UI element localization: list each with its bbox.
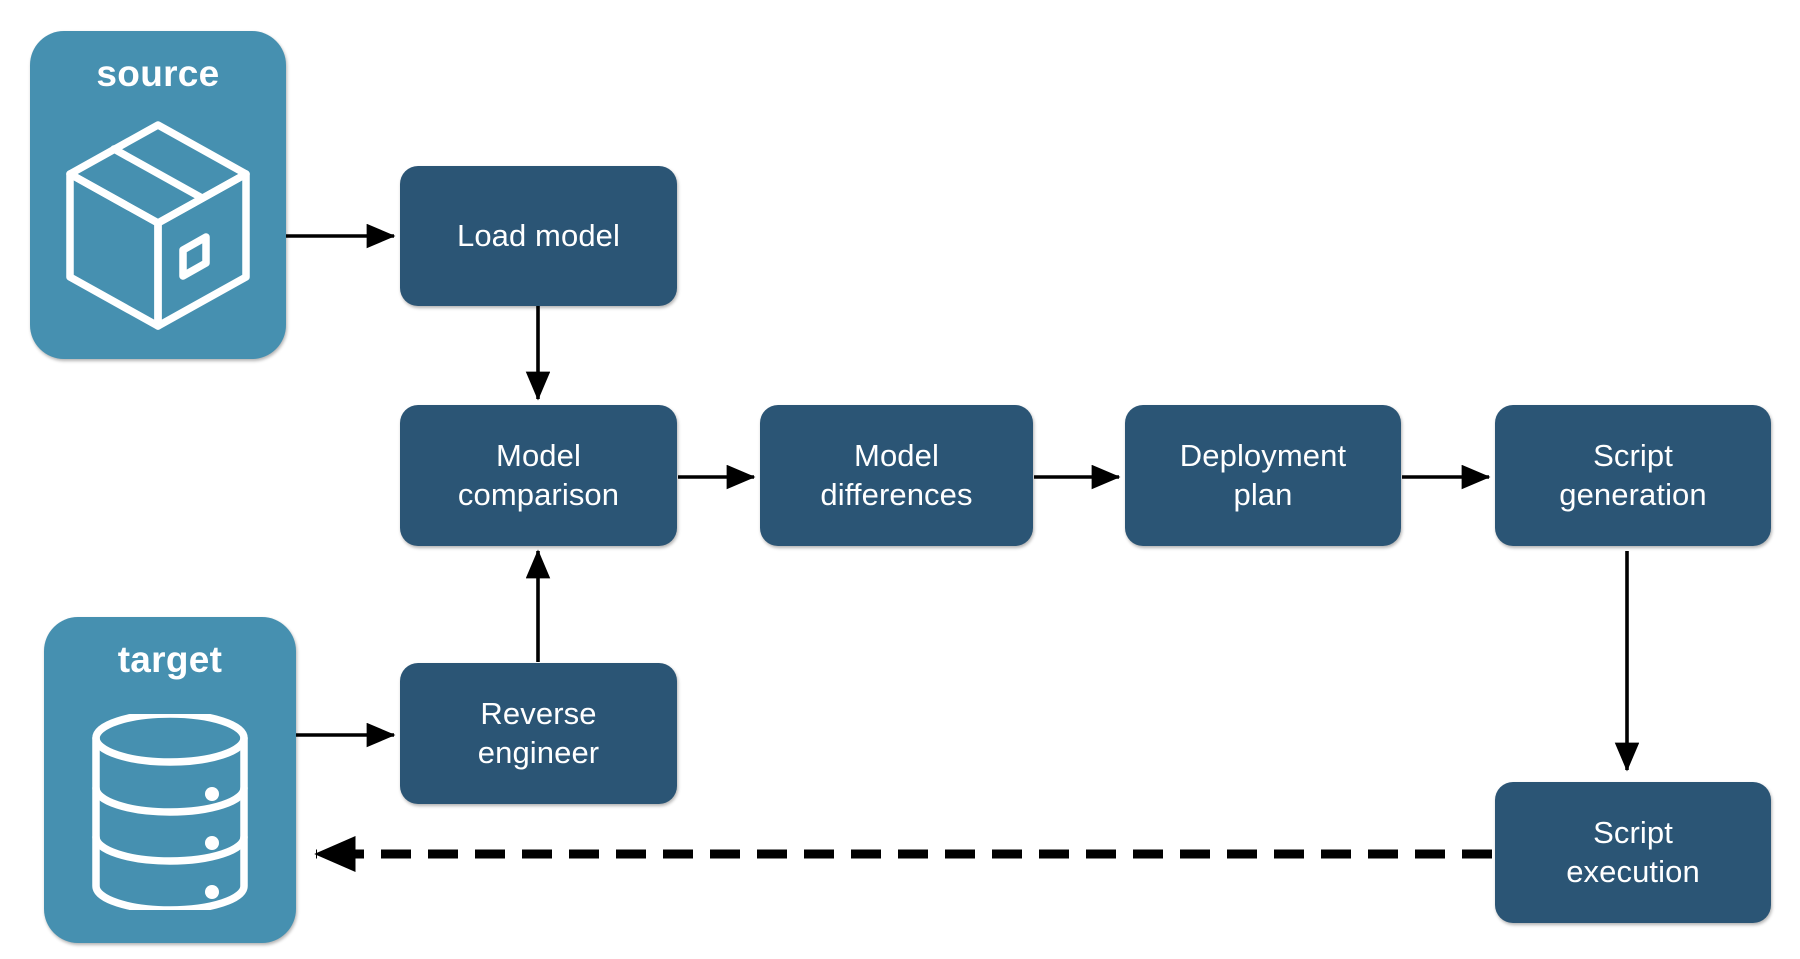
process-deployment-plan[interactable]: Deployment plan bbox=[1125, 405, 1401, 546]
entity-source-label: source bbox=[96, 53, 220, 94]
entity-target-label: target bbox=[117, 639, 223, 680]
process-reverse-engineer-label: Reverse engineer bbox=[477, 695, 600, 770]
process-script-execution-label: Script execution bbox=[1566, 814, 1700, 889]
process-model-comparison[interactable]: Model comparison bbox=[400, 405, 677, 546]
process-load-model-label: Load model bbox=[456, 217, 620, 253]
entity-source[interactable]: source bbox=[30, 31, 286, 359]
process-script-generation-label: Script generation bbox=[1559, 437, 1707, 512]
process-model-differences-label: Model differences bbox=[820, 437, 973, 512]
entity-target[interactable]: target bbox=[44, 617, 296, 943]
package-box-icon bbox=[30, 95, 286, 359]
process-script-execution[interactable]: Script execution bbox=[1495, 782, 1771, 923]
process-load-model[interactable]: Load model bbox=[400, 166, 677, 306]
database-cylinder-icon bbox=[44, 681, 296, 943]
process-model-differences[interactable]: Model differences bbox=[760, 405, 1033, 546]
process-reverse-engineer[interactable]: Reverse engineer bbox=[400, 663, 677, 804]
process-script-generation[interactable]: Script generation bbox=[1495, 405, 1771, 546]
process-model-comparison-label: Model comparison bbox=[457, 437, 620, 512]
process-deployment-plan-label: Deployment plan bbox=[1179, 437, 1347, 512]
